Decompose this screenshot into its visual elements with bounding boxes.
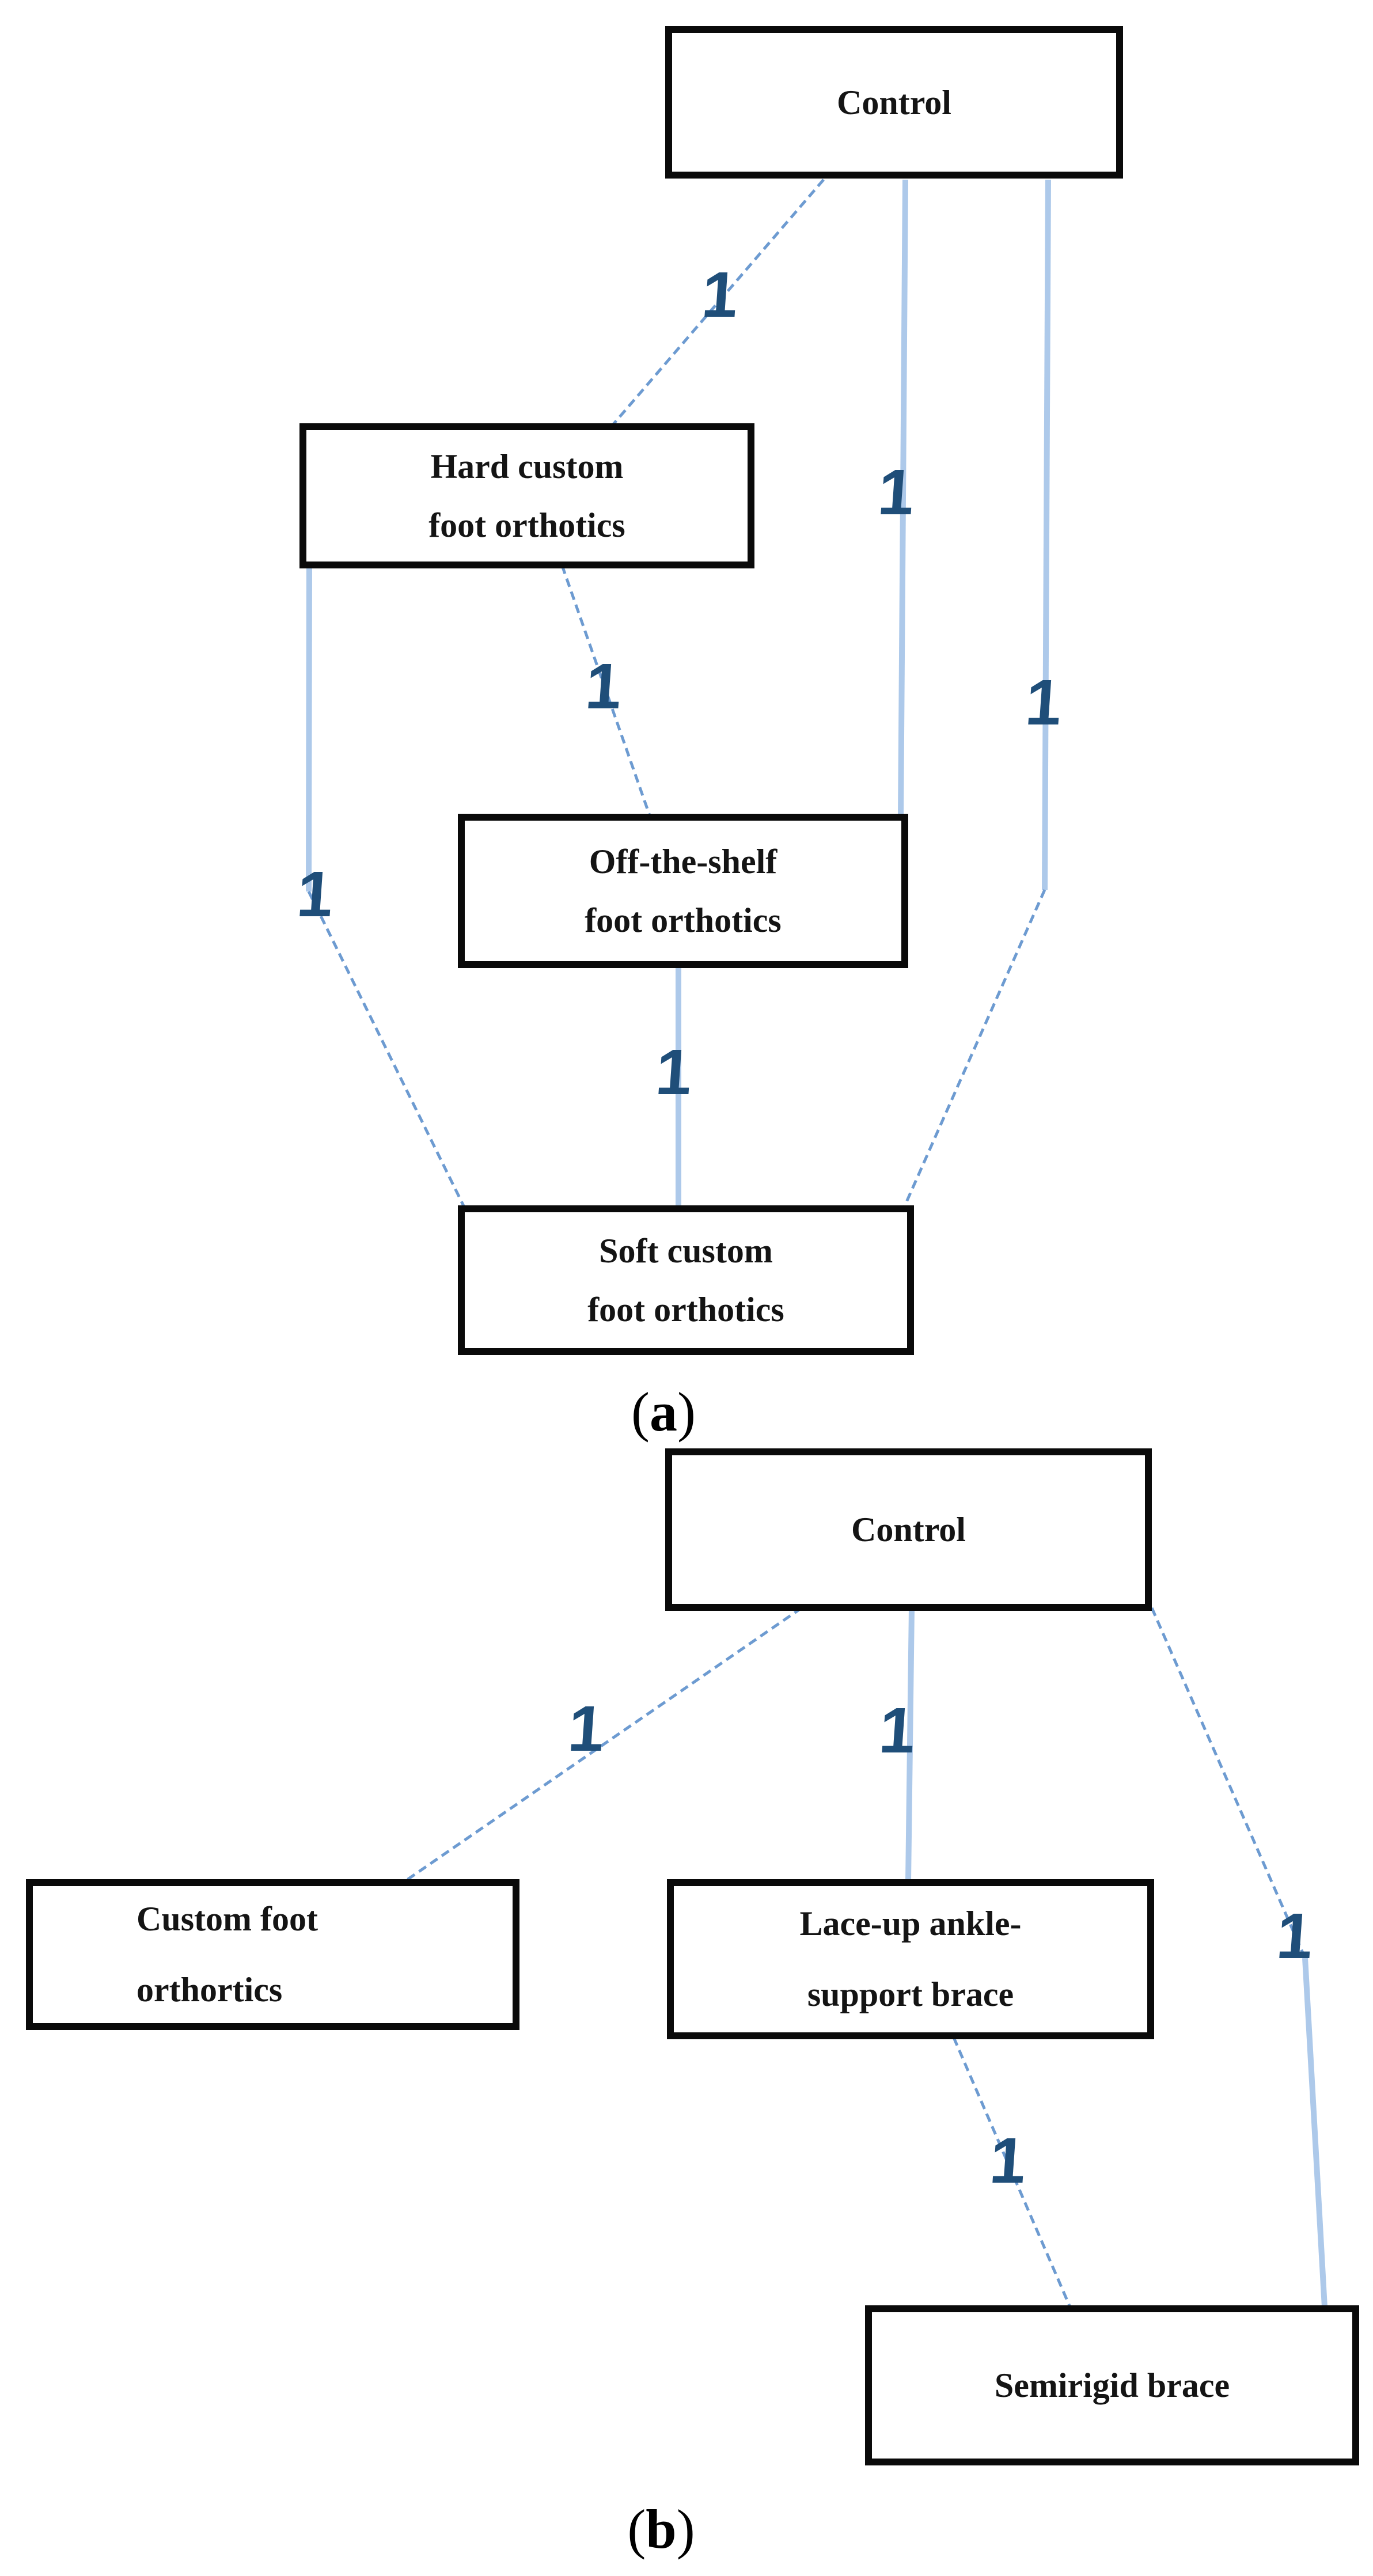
edge-hard-custom-to-soft-custom-part2 bbox=[307, 890, 466, 1208]
edge-label-hard-custom-to-off-the-shelf: 1 bbox=[583, 650, 624, 722]
node-custom-foot-orthortics: Custom foot orthortics bbox=[26, 1879, 519, 2030]
edge-label-lace-up-to-semirigid: 1 bbox=[987, 2124, 1029, 2196]
edge-control-to-hard-custom bbox=[610, 179, 825, 427]
node-hard-custom-foot-orthotics-label-line: Hard custom bbox=[430, 447, 624, 485]
caption-paren: ) bbox=[676, 2498, 695, 2560]
edge-control-to-off-the-shelf bbox=[898, 179, 908, 816]
node-custom-foot-orthortics-label-line: Custom foot bbox=[136, 1900, 318, 1938]
node-control-a: Control bbox=[665, 26, 1123, 179]
node-off-the-shelf-foot-orthotics-label-line: Off-the-shelf bbox=[589, 843, 777, 881]
edge-label-off-the-shelf-to-soft-custom: 1 bbox=[653, 1036, 695, 1108]
panel-a-caption: (a) bbox=[631, 1384, 696, 1440]
edge-control-to-soft-custom-part1 bbox=[1042, 179, 1051, 890]
edge-control-to-custom-foot bbox=[404, 1606, 803, 1883]
caption-letter: a bbox=[650, 1381, 677, 1443]
edge-control-to-soft-custom-part2 bbox=[902, 889, 1046, 1208]
edge-control-to-lace-up bbox=[905, 1607, 915, 1881]
panel-b-caption: (b) bbox=[627, 2502, 695, 2557]
node-semirigid-brace-label-line: Semirigid brace bbox=[994, 2366, 1230, 2404]
caption-paren: ( bbox=[627, 2498, 646, 2560]
node-off-the-shelf-foot-orthotics-label-line: foot orthotics bbox=[585, 901, 782, 939]
edge-label-control-to-hard-custom: 1 bbox=[699, 259, 741, 331]
node-soft-custom-foot-orthotics: Soft custom foot orthotics bbox=[458, 1205, 914, 1355]
edge-control-to-semirigid-part1 bbox=[1150, 1607, 1307, 1959]
node-control-b: Control bbox=[665, 1448, 1152, 1611]
node-control-a-label-line: Control bbox=[837, 83, 951, 122]
node-semirigid-brace: Semirigid brace bbox=[865, 2305, 1359, 2465]
node-hard-custom-foot-orthotics: Hard custom foot orthotics bbox=[299, 423, 754, 568]
node-lace-up-ankle-support-brace: Lace-up ankle-support brace bbox=[667, 1879, 1154, 2039]
edge-label-control-to-lace-up: 1 bbox=[877, 1694, 918, 1766]
edge-hard-custom-to-off-the-shelf bbox=[560, 565, 651, 816]
node-off-the-shelf-foot-orthotics: Off-the-shelf foot orthotics bbox=[458, 814, 908, 968]
node-lace-up-ankle-support-brace-label-line: support brace bbox=[807, 1975, 1014, 2013]
edge-lace-up-to-semirigid bbox=[952, 2037, 1072, 2308]
node-hard-custom-foot-orthotics-label-line: foot orthotics bbox=[428, 506, 625, 544]
node-custom-foot-orthortics-label-line: orthortics bbox=[136, 1971, 283, 2009]
edge-control-to-semirigid-part2 bbox=[1302, 1957, 1328, 2308]
node-soft-custom-foot-orthotics-label-line: Soft custom bbox=[599, 1232, 773, 1270]
caption-paren: ) bbox=[677, 1381, 696, 1443]
edge-label-control-to-semirigid: 1 bbox=[1274, 1900, 1315, 1972]
edge-label-hard-custom-to-soft-custom: 1 bbox=[294, 858, 336, 930]
caption-letter: b bbox=[646, 2498, 677, 2560]
edge-label-control-to-soft-custom: 1 bbox=[1023, 666, 1064, 738]
node-soft-custom-foot-orthotics-label-line: foot orthotics bbox=[587, 1291, 784, 1329]
edge-label-control-to-off-the-shelf: 1 bbox=[875, 456, 917, 528]
edge-label-control-to-custom-foot: 1 bbox=[566, 1693, 607, 1765]
node-control-b-label-line: Control bbox=[851, 1510, 966, 1549]
node-lace-up-ankle-support-brace-label-line: Lace-up ankle- bbox=[799, 1905, 1022, 1943]
caption-paren: ( bbox=[631, 1381, 650, 1443]
